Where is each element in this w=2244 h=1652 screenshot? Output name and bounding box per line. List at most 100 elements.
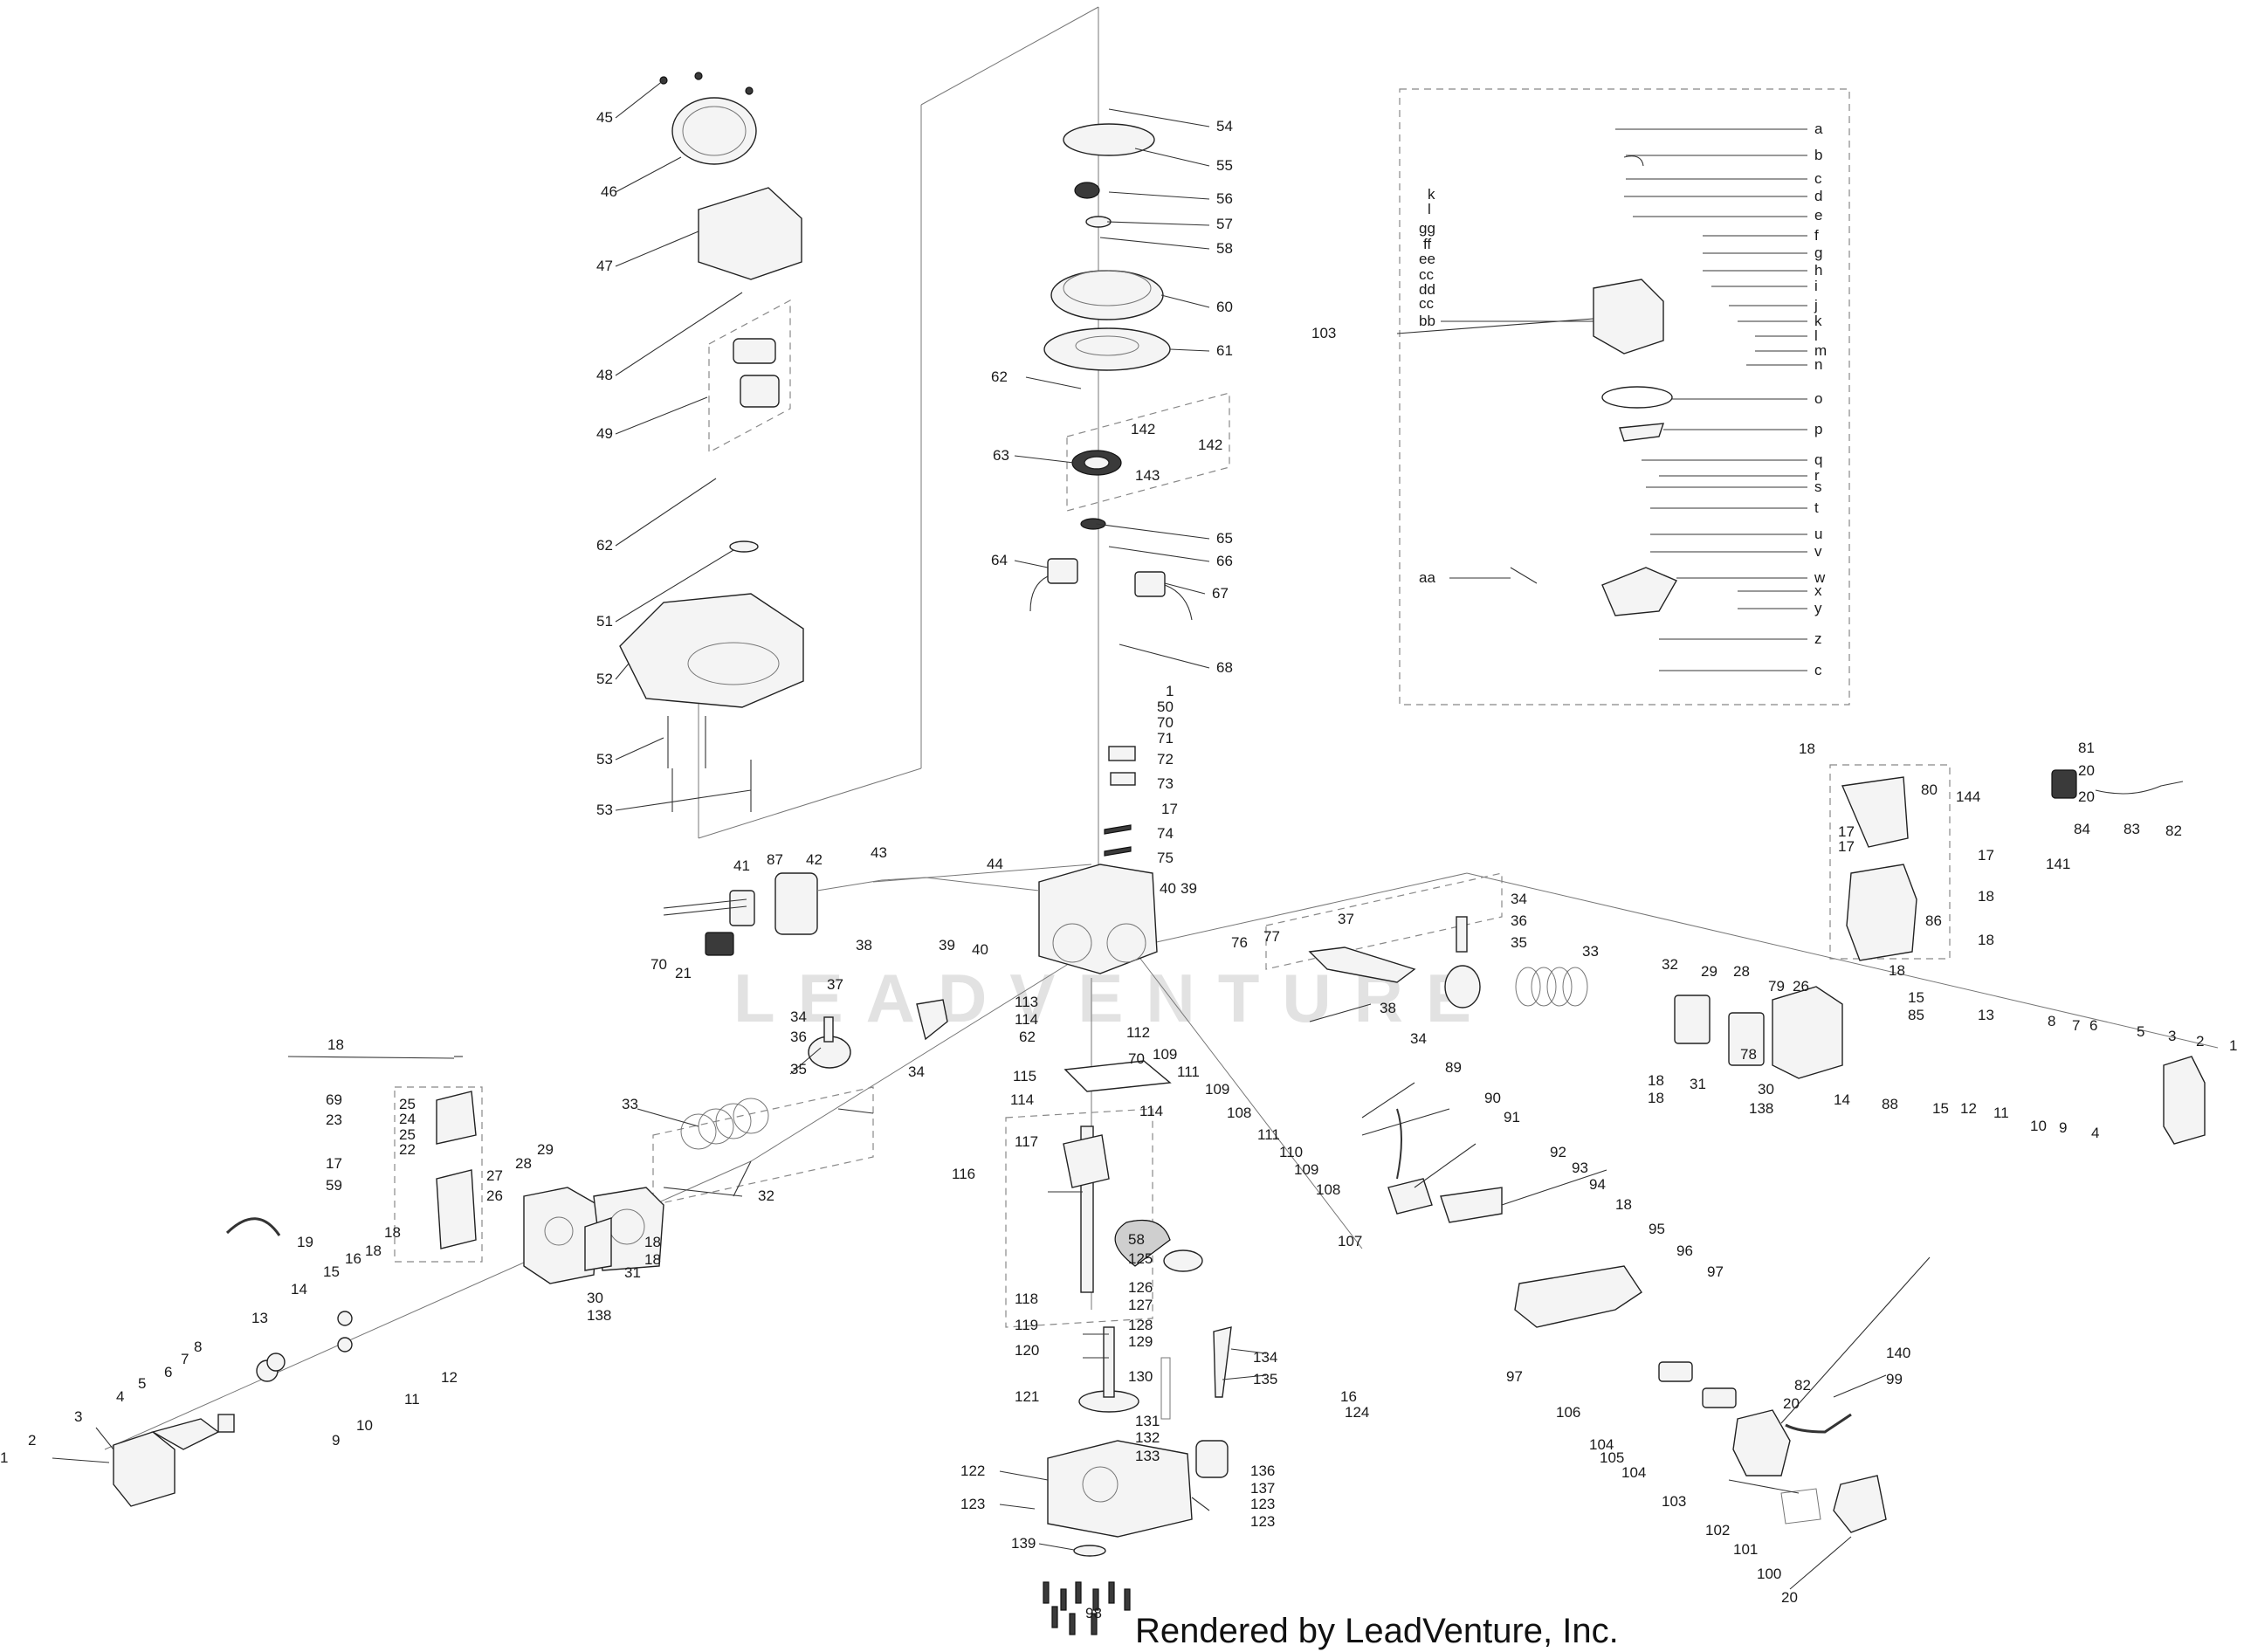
callout-18-left-a: 18 (384, 1224, 401, 1241)
callout-78: 78 (1740, 1046, 1757, 1063)
callout-123-a: 123 (960, 1496, 985, 1512)
callout-e: e (1814, 207, 1822, 224)
callout-111-b: 111 (1257, 1126, 1280, 1143)
callout-a: a (1814, 120, 1823, 137)
callout-28-left: 28 (515, 1155, 532, 1172)
callout-20-pump-b: 20 (2078, 788, 2095, 805)
callout-143: 143 (1135, 467, 1160, 484)
callout-30-right: 30 (1758, 1081, 1774, 1098)
callout-94: 94 (1589, 1176, 1606, 1193)
callout-19: 19 (297, 1234, 313, 1250)
callout-w: w (1814, 569, 1826, 586)
callout-102: 102 (1705, 1522, 1730, 1538)
callout-dd: dd (1419, 281, 1435, 298)
callout-54: 54 (1216, 118, 1233, 134)
callout-h: h (1814, 262, 1822, 279)
callout-138-left: 138 (587, 1307, 611, 1324)
callout-84: 84 (2074, 821, 2090, 837)
callout-47: 47 (596, 258, 613, 274)
callout-109-a: 109 (1153, 1046, 1177, 1063)
callout-141: 141 (2046, 856, 2070, 872)
callout-98: 98 (1085, 1605, 1102, 1621)
callout-126: 126 (1128, 1279, 1153, 1296)
callout-42: 42 (806, 851, 823, 868)
callout-10-left: 10 (356, 1417, 373, 1434)
callout-53b: 53 (596, 802, 613, 818)
callout-39-right: 39 (1181, 880, 1197, 897)
callout-43: 43 (871, 844, 887, 861)
callout-80: 80 (1921, 781, 1938, 798)
callout-b: b (1814, 147, 1822, 163)
callout-9-left: 9 (332, 1432, 340, 1449)
callout-142b: 142 (1198, 437, 1222, 453)
callout-103-top: 103 (1311, 325, 1336, 341)
callout-1-center: 1 (1166, 683, 1174, 699)
callout-34-right-top: 34 (1511, 891, 1527, 907)
callout-82-bottom: 82 (1794, 1377, 1811, 1394)
callout-90: 90 (1484, 1090, 1501, 1106)
callout-31-right: 31 (1690, 1076, 1706, 1092)
callout-93: 93 (1572, 1160, 1588, 1176)
callout-12-left: 12 (441, 1369, 458, 1386)
callout-g: g (1814, 244, 1822, 261)
callout-60: 60 (1216, 299, 1233, 315)
callout-34-right-bottom: 34 (1410, 1030, 1427, 1047)
dashed-boxes (394, 88, 1951, 1328)
callout-62-top: 62 (991, 368, 1008, 385)
callout-18-shroud-c: 18 (1889, 962, 1905, 979)
callout-44: 44 (987, 856, 1003, 872)
footer-credit: Rendered by LeadVenture, Inc. (1135, 1612, 1619, 1650)
callout-15-right-b: 15 (1932, 1100, 1949, 1117)
callout-1-left: 1 (0, 1449, 8, 1466)
callout-83: 83 (2124, 821, 2140, 837)
callout-135: 135 (1253, 1371, 1277, 1387)
callout-d: d (1814, 188, 1822, 204)
callout-28-right: 28 (1733, 963, 1750, 980)
callout-76: 76 (1231, 934, 1248, 951)
callout-x: x (1814, 582, 1822, 599)
callout-18-left-d: 18 (644, 1251, 661, 1268)
callout-107: 107 (1338, 1233, 1362, 1249)
callout-115: 115 (1013, 1068, 1036, 1084)
callout-ff: ff (1423, 236, 1431, 252)
callout-75: 75 (1157, 850, 1174, 866)
callout-26-left: 26 (486, 1187, 503, 1204)
callout-y: y (1814, 600, 1822, 616)
callout-16-center: 16 (1340, 1388, 1357, 1405)
callout-36-right: 36 (1511, 912, 1527, 929)
callout-j: j (1814, 297, 1818, 313)
callout-7-right: 7 (2072, 1017, 2080, 1034)
callout-11-right: 11 (1993, 1105, 2009, 1121)
part-shapes (113, 72, 2206, 1635)
callout-13-right: 13 (1978, 1007, 1994, 1023)
callout-67: 67 (1212, 585, 1229, 602)
callout-37-left: 37 (827, 976, 843, 993)
callout-82-top: 82 (2165, 823, 2182, 839)
callout-85: 85 (1908, 1007, 1924, 1023)
callout-29-left: 29 (537, 1141, 554, 1158)
callout-8-left: 8 (194, 1339, 202, 1355)
callout-17-left: 17 (326, 1155, 342, 1172)
callout-3-left: 3 (74, 1408, 82, 1425)
callout-122: 122 (960, 1463, 985, 1479)
callout-12-right: 12 (1960, 1100, 1977, 1117)
callout-73: 73 (1157, 775, 1174, 792)
callout-125: 125 (1128, 1250, 1153, 1267)
leader-lines (52, 79, 1931, 1590)
callout-70-left: 70 (650, 956, 667, 973)
callout-120: 120 (1015, 1342, 1039, 1359)
callout-bb: bb (1419, 313, 1435, 329)
callout-35-left: 35 (790, 1061, 807, 1077)
callout-39-left: 39 (939, 937, 955, 953)
callout-51: 51 (596, 613, 613, 630)
callout-l: l (1428, 201, 1431, 217)
callout-139: 139 (1011, 1535, 1036, 1552)
callout-20-bottom-b: 20 (1781, 1589, 1798, 1606)
callout-34-left-bottom: 34 (908, 1063, 925, 1080)
callout-136: 136 (1250, 1463, 1275, 1479)
callout-91: 91 (1504, 1109, 1520, 1125)
callout-17-shroud-b: 17 (1838, 838, 1855, 855)
callout-140: 140 (1886, 1345, 1910, 1361)
callout-104-a: 104 (1589, 1436, 1614, 1453)
callout-97-a: 97 (1707, 1263, 1724, 1280)
